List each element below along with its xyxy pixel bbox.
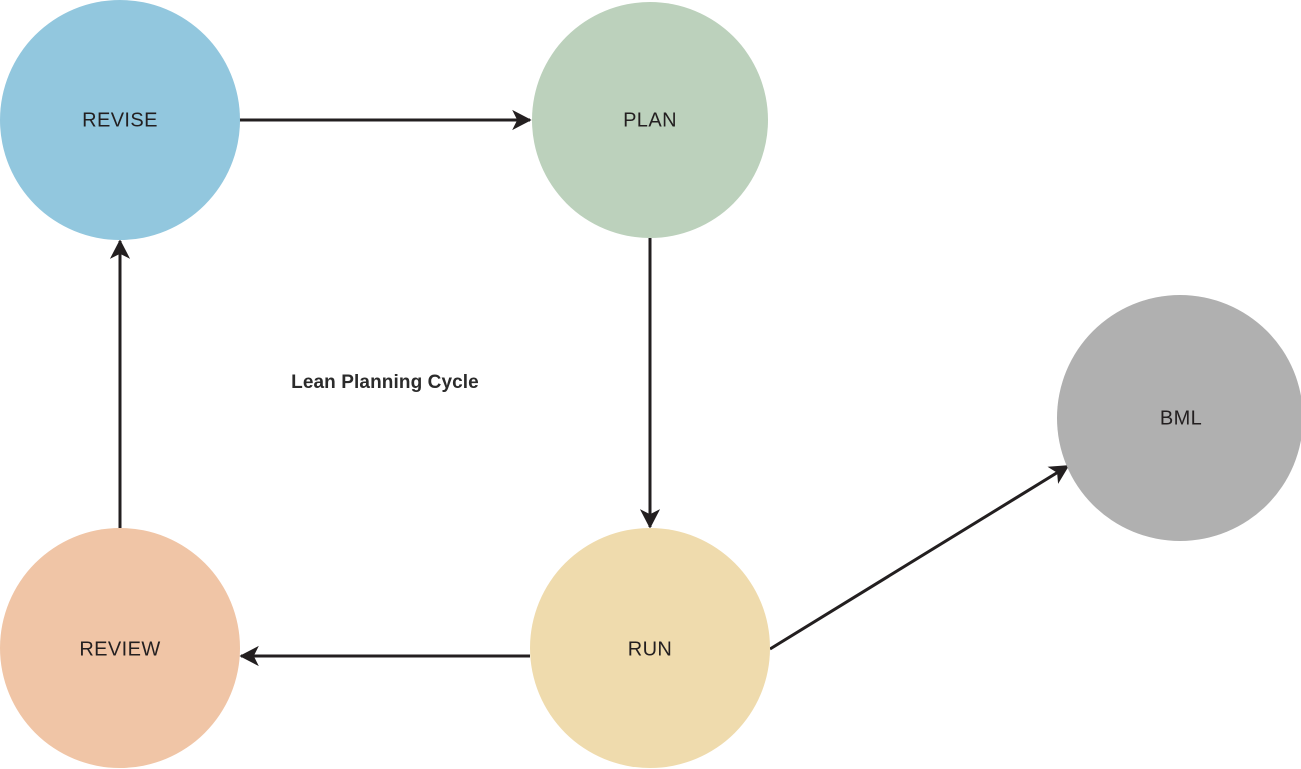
node-bml-circle[interactable]	[1057, 295, 1301, 541]
node-revise-label: REVISE	[82, 109, 158, 131]
node-plan-circle[interactable]	[532, 2, 768, 238]
node-bml-label: BML	[1160, 407, 1202, 429]
node-revise[interactable]: REVISE	[0, 0, 240, 240]
node-review-label: REVIEW	[79, 638, 160, 660]
diagram-center-title: Lean Planning Cycle	[291, 372, 479, 393]
node-review-circle[interactable]	[0, 528, 240, 768]
node-revise-circle[interactable]	[0, 0, 240, 240]
node-run-circle[interactable]	[530, 528, 770, 768]
edge-run-to-bml	[769, 464, 1070, 651]
node-plan[interactable]: PLAN	[532, 2, 768, 238]
node-run-label: RUN	[628, 638, 673, 660]
node-review[interactable]: REVIEW	[0, 528, 240, 768]
edge-layer	[109, 109, 1070, 667]
node-bml[interactable]: BML	[1057, 295, 1301, 541]
node-plan-label: PLAN	[623, 109, 677, 131]
node-run[interactable]: RUN	[530, 528, 770, 768]
